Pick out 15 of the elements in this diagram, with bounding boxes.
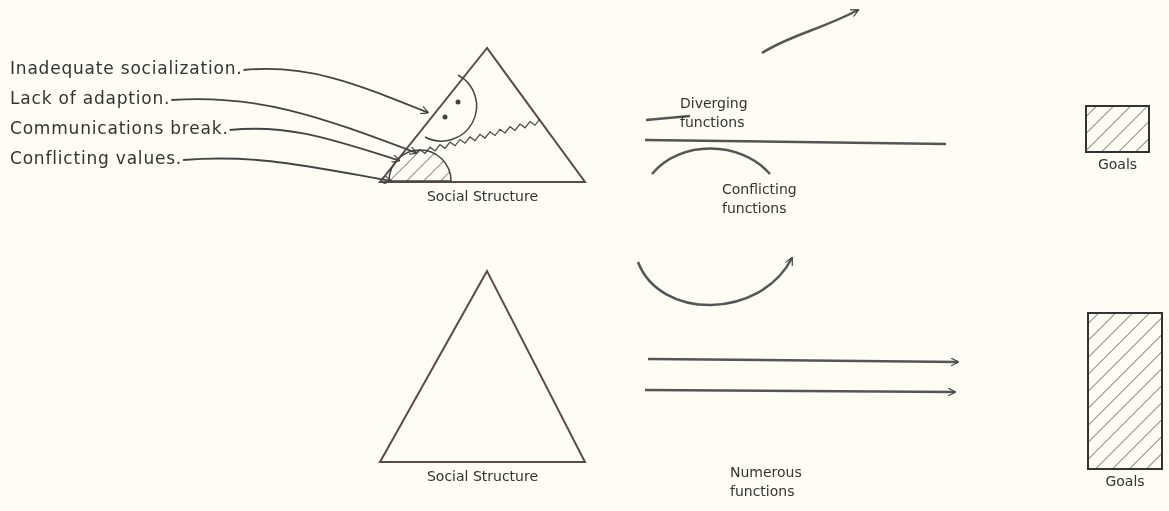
leader-arrow <box>242 68 430 115</box>
leader-arrow <box>228 127 401 163</box>
cause-label: Communications break. <box>10 118 229 138</box>
leader-arrow <box>170 98 418 155</box>
goal-caption: Goals <box>1096 156 1139 172</box>
leader-arrow <box>182 157 393 185</box>
cause-label: Conflicting values. <box>10 148 183 168</box>
function-label: Numerous functions <box>730 463 803 501</box>
triangle-caption: Social Structure <box>425 468 540 484</box>
function-label: Diverging functions <box>680 94 749 132</box>
cause-label: Inadequate socialization. <box>10 58 243 78</box>
function-label: Conflicting functions <box>722 180 798 218</box>
triangle-caption: Social Structure <box>425 188 540 204</box>
cause-label: Lack of adaption. <box>10 88 171 108</box>
goal-caption: Goals <box>1104 473 1146 489</box>
